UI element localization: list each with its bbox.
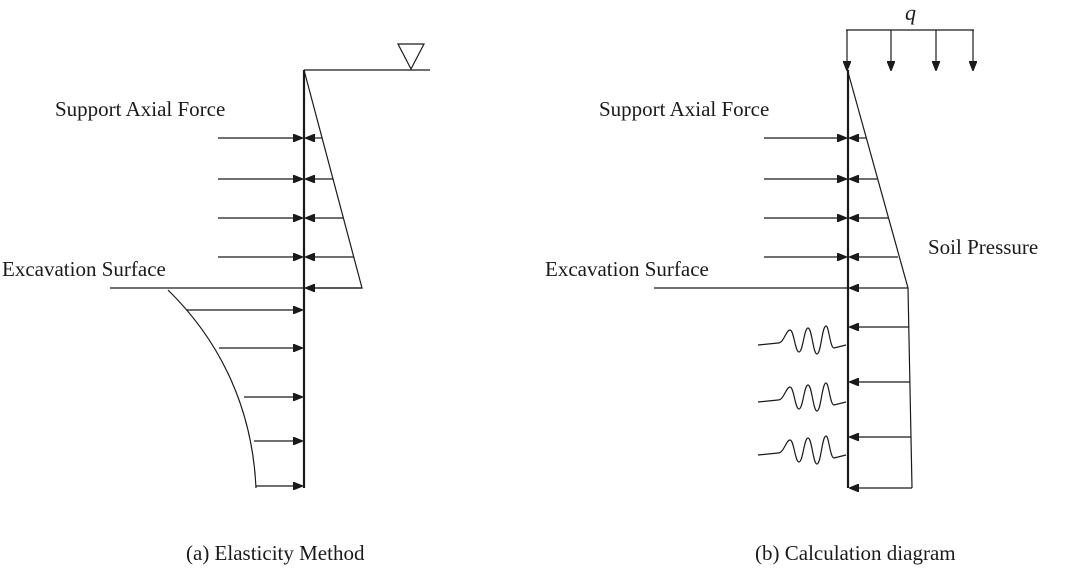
- excavation-surface-label-a: Excavation Surface: [2, 257, 166, 281]
- support-axial-force-label-a: Support Axial Force: [55, 97, 226, 121]
- caption-a: (a) Elasticity Method: [186, 541, 365, 565]
- panel-a: [110, 43, 430, 489]
- soil-springs-b: [757, 325, 847, 465]
- soil-pressure-outline-b: [847, 71, 913, 489]
- soil-spring-1: [757, 325, 847, 355]
- soil-pressure-label: Soil Pressure: [928, 235, 1039, 259]
- caption-b: (b) Calculation diagram: [755, 541, 956, 565]
- soil-spring-3: [757, 435, 847, 465]
- support-axial-force-arrows-b: [764, 138, 846, 257]
- passive-resistance-curve-a: [167, 289, 257, 489]
- passive-resistance-arrows-a: [186, 310, 302, 486]
- support-axial-force-arrows-a: [218, 138, 302, 257]
- support-axial-force-label-b: Support Axial Force: [599, 97, 770, 121]
- soil-spring-2: [757, 382, 847, 412]
- water-level-icon: [397, 43, 425, 71]
- surcharge-load-q: [846, 29, 974, 70]
- excavation-surface-label-b: Excavation Surface: [545, 257, 709, 281]
- earth-pressure-arrows-a: [306, 138, 362, 288]
- panel-b: [654, 29, 974, 489]
- soil-pressure-arrows-b: [850, 138, 912, 488]
- surcharge-q-label: q: [905, 0, 916, 25]
